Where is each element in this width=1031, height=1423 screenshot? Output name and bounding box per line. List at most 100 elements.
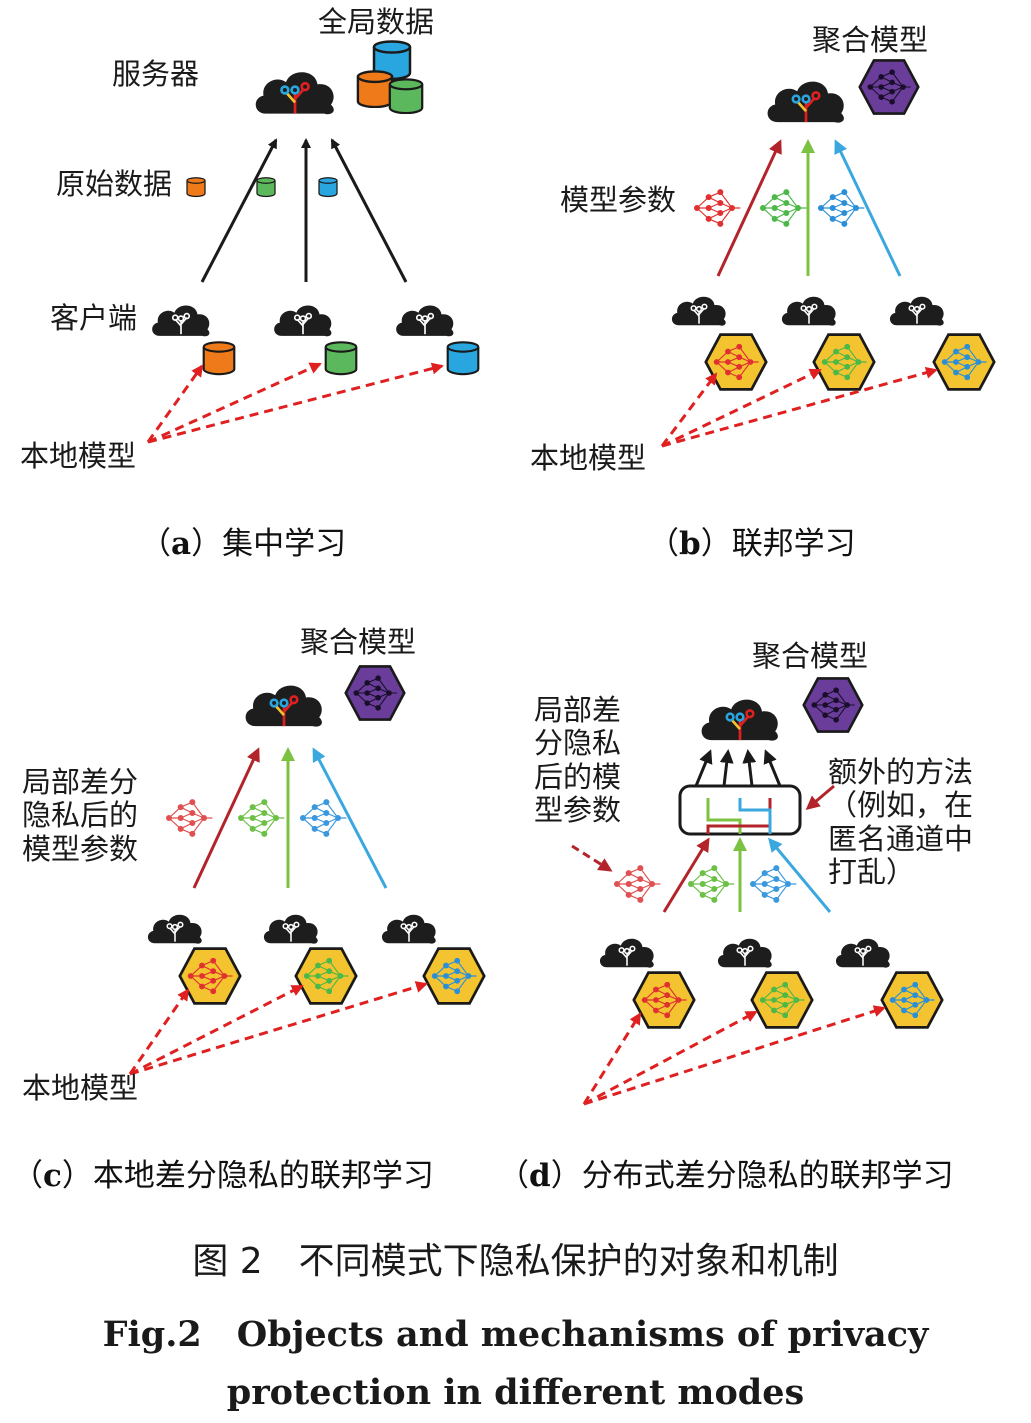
shuffled-output-arrow: [742, 749, 757, 787]
param-arrow-red: [716, 139, 782, 277]
client-data-orange-icon: [202, 341, 236, 376]
ldp-params-blue-net-icon: [299, 798, 347, 838]
client-data-blue-icon: [446, 341, 480, 376]
server-cloud-icon: [766, 80, 846, 125]
model-params-blue-net-icon: [817, 188, 865, 228]
ldp-params-label: 局部差分隐私后的模型参数: [22, 765, 139, 866]
shuffled-output-arrow: [719, 749, 734, 787]
ldp-params-green-net-icon: [237, 798, 285, 838]
shuffled-output-arrow: [694, 749, 713, 787]
ldp-params-green-net-icon: [687, 864, 735, 904]
param-arrow-red: [192, 747, 260, 889]
panel-d: [571, 678, 942, 1106]
global-database-orange-icon: [356, 70, 394, 108]
caption-c: （c）本地差分隐私的联邦学习: [12, 1158, 434, 1194]
extra-method-label: 额外的方法（例如，在匿名通道中打乱）: [828, 755, 974, 890]
client-cloud-icon: [273, 304, 333, 338]
raw-data-orange-icon: [186, 177, 206, 198]
caption-d: （d）分布式差分隐私的联邦学习: [498, 1158, 954, 1194]
caption-a: （a）集中学习: [140, 526, 347, 562]
aggregate-model-hexagon-icon: [860, 60, 918, 113]
client-cloud-icon: [263, 913, 319, 945]
extra-method-pointer-arrow: [805, 784, 835, 810]
figure-caption-cn: 图 2 不同模式下隐私保护的对象和机制: [192, 1241, 839, 1282]
figure-caption-en-line2: protection in different modes: [226, 1372, 805, 1413]
client-cloud-icon: [781, 295, 837, 327]
param-arrow-blue: [768, 837, 832, 913]
param-arrow-red: [662, 837, 710, 913]
local-model-hexagon-red-icon: [634, 973, 694, 1028]
caption-a-text: 集中学习: [222, 526, 347, 562]
aggregate-model-label: 聚合模型: [752, 639, 869, 673]
client-cloud-icon: [717, 937, 773, 969]
raw-data-blue-icon: [318, 177, 338, 198]
client-cloud-icon: [599, 937, 655, 969]
client-cloud-icon: [889, 295, 945, 327]
aggregate-model-label: 聚合模型: [300, 625, 417, 659]
local-model-dashed-arrow: [660, 372, 718, 447]
local-model-hexagon-blue-icon: [424, 949, 484, 1004]
local-model-dashed-arrow: [147, 362, 444, 444]
local-model-label: 本地模型: [20, 439, 137, 473]
panel-b: [660, 60, 994, 448]
local-model-dashed-arrow: [147, 362, 322, 444]
caption-d-text: 分布式差分隐私的联邦学习: [581, 1158, 954, 1194]
param-arrow-blue: [312, 747, 388, 889]
server-cloud-icon: [700, 698, 780, 743]
model-params-red-net-icon: [693, 188, 741, 228]
client-label: 客户端: [50, 301, 138, 335]
server-label: 服务器: [112, 57, 200, 91]
local-model-dashed-arrow: [129, 981, 428, 1076]
caption-b: （b）联邦学习: [648, 526, 856, 562]
model-params-green-net-icon: [759, 188, 807, 228]
aggregate-model-label: 聚合模型: [812, 23, 929, 57]
ldp-params-blue-net-icon: [749, 864, 797, 904]
caption-c-letter: c: [43, 1158, 62, 1194]
local-model-label: 本地模型: [530, 441, 647, 475]
local-model-hexagon-green-icon: [814, 335, 874, 390]
caption-b-letter: b: [679, 526, 701, 562]
client-cloud-icon: [395, 304, 455, 338]
local-model-hexagon-red-icon: [180, 949, 240, 1004]
client-data-green-icon: [324, 341, 358, 376]
ldp-params-red-net-icon: [613, 864, 661, 904]
local-model-dashed-arrow: [128, 988, 190, 1075]
client-cloud-icon: [151, 304, 211, 338]
model-params-label: 模型参数: [560, 183, 677, 217]
local-model-dashed-arrow: [129, 984, 304, 1076]
local-model-dashed-arrow: [661, 366, 938, 448]
server-cloud-icon: [244, 684, 324, 729]
server-cloud-icon: [254, 70, 336, 116]
aggregate-model-hexagon-icon: [346, 666, 404, 719]
client-cloud-icon: [835, 937, 891, 969]
aggregate-model-hexagon-icon: [804, 678, 862, 731]
client-cloud-icon: [381, 913, 437, 945]
raw-data-label: 原始数据: [56, 167, 173, 201]
caption-b-text: 联邦学习: [731, 526, 856, 562]
panel-a: [146, 40, 480, 444]
panel-c: [128, 666, 484, 1076]
shuffled-output-arrow: [763, 749, 782, 787]
caption-c-text: 本地差分隐私的联邦学习: [92, 1158, 434, 1194]
local-model-dashed-arrow: [583, 1010, 758, 1106]
local-model-hexagon-green-icon: [752, 973, 812, 1028]
local-model-hexagon-red-icon: [706, 335, 766, 390]
local-model-hexagon-blue-icon: [934, 335, 994, 390]
local-model-label: 本地模型: [22, 1071, 139, 1105]
upload-arrow-right: [330, 138, 408, 283]
raw-data-green-icon: [256, 177, 276, 198]
ldp-params-red-net-icon: [165, 798, 213, 838]
local-model-hexagon-green-icon: [296, 949, 356, 1004]
local-model-hexagon-blue-icon: [882, 973, 942, 1028]
local-model-dashed-arrow: [583, 1005, 886, 1106]
upload-arrow-left: [200, 138, 278, 283]
shuffled-paths: [706, 798, 772, 834]
client-cloud-icon: [671, 295, 727, 327]
ldp-params-label: 局部差分隐私后的模型参数: [534, 693, 622, 828]
global-database-green-icon: [388, 78, 424, 114]
param-arrow-blue: [834, 139, 902, 277]
caption-d-letter: d: [529, 1158, 551, 1194]
local-model-dashed-arrow: [582, 1012, 642, 1105]
caption-a-letter: a: [171, 526, 192, 562]
